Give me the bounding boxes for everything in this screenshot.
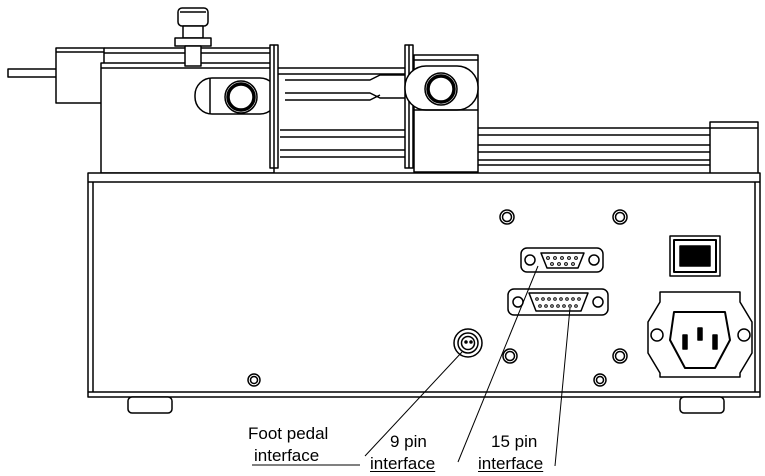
plunger-rod [7, 68, 59, 78]
left-foot [127, 396, 173, 414]
pump-mechanism [7, 7, 759, 175]
right-end-block [709, 121, 759, 175]
main-body [87, 172, 761, 414]
power-switch [669, 235, 721, 277]
nine-pin-connector [520, 247, 604, 273]
foot-pedal-jack [453, 328, 483, 358]
base-housing [87, 172, 761, 398]
fifteen-pin-connector [507, 288, 609, 316]
foot-pedal-label-line1: Foot pedal [248, 424, 329, 443]
foot-pedal-leader-line [364, 351, 463, 457]
guide-rails [274, 67, 420, 158]
lead-screw [478, 127, 712, 166]
power-inlet [647, 291, 753, 378]
fifteen-pin-label-line1: 15 pin [491, 432, 538, 451]
mounting-screws [247, 209, 628, 387]
nine-pin-label-line2: interface [370, 454, 436, 473]
pusher-block [404, 54, 479, 173]
fifteen-pin-label-line2: interface [478, 454, 544, 473]
leader-lines [252, 265, 571, 467]
left-clamp [194, 77, 278, 115]
foot-pedal-label-line2: interface [254, 446, 320, 465]
fifteen-pin-leader-line [554, 307, 571, 467]
nine-pin-leader-line [457, 265, 539, 463]
top-knob [174, 7, 212, 67]
nine-pin-label-line1: 9 pin [390, 432, 427, 451]
right-foot [679, 396, 725, 414]
left-block [55, 47, 105, 104]
